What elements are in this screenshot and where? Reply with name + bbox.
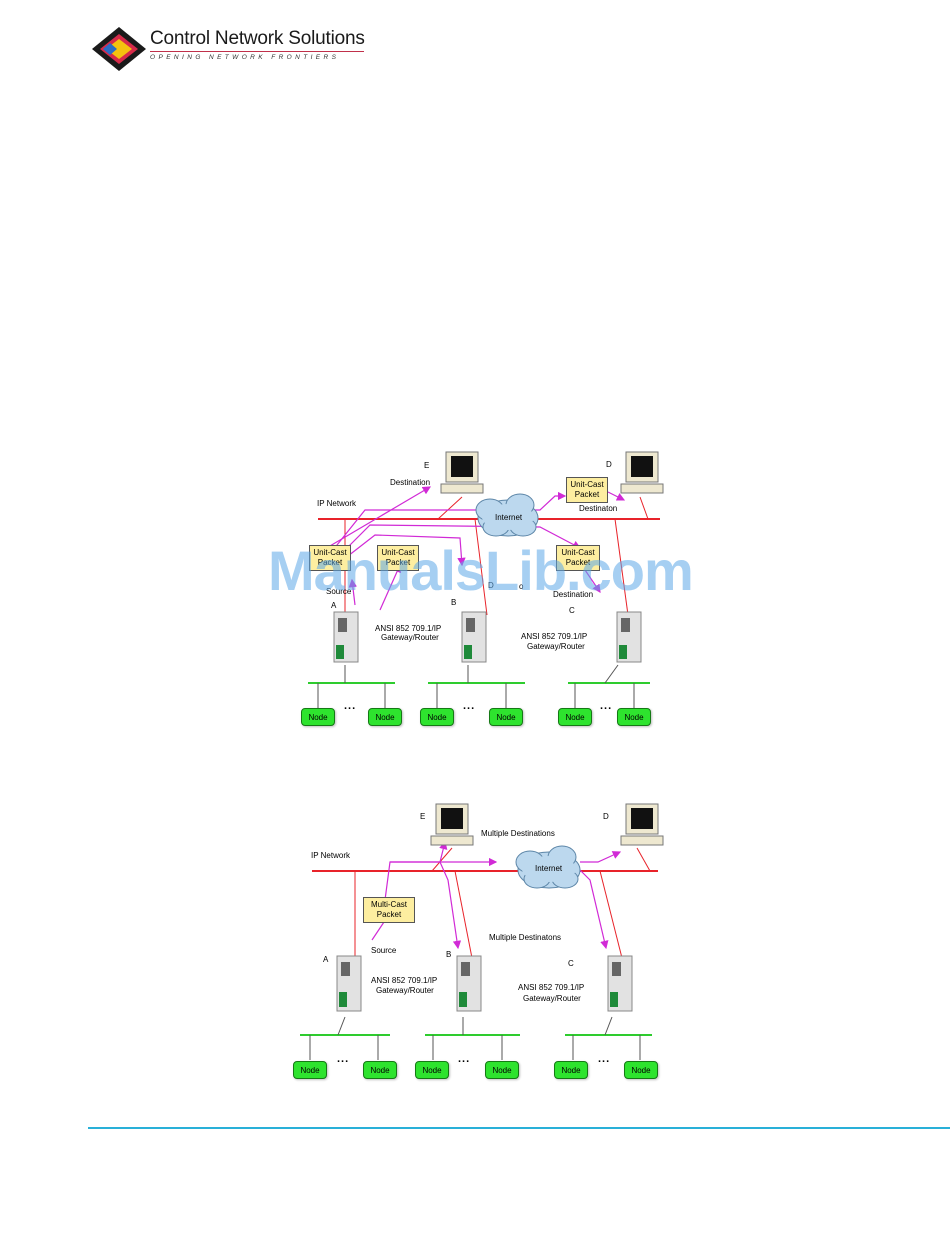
label-e: E — [420, 812, 426, 821]
label-d: D — [606, 460, 612, 469]
ellipsis: ... — [598, 1053, 611, 1065]
gateway-b-icon — [461, 611, 487, 663]
node: Node — [489, 708, 523, 726]
label-d2: D — [488, 581, 494, 590]
company-name: Control Network Solutions — [150, 28, 365, 49]
footer-rule — [88, 1127, 950, 1129]
ellipsis: ... — [600, 700, 613, 712]
label-b: B — [451, 598, 457, 607]
node: Node — [420, 708, 454, 726]
unicast-diagram: E Destination IP Network Internet D Dest… — [301, 451, 664, 726]
watermark: ManualsLib.com — [268, 539, 694, 602]
node: Node — [558, 708, 592, 726]
unicast-packet: Unit-Cast Packet — [566, 477, 608, 503]
unicast-packet: Unit-Cast Packet — [556, 545, 600, 571]
ellipsis: ... — [337, 1053, 350, 1065]
multicast-diagram-lines — [300, 803, 664, 1060]
logo-rule — [150, 51, 364, 52]
label-multiple-destinations-mid: Multiple Destinatons — [489, 933, 562, 942]
label-d-destination: Destinaton — [579, 504, 618, 513]
multicast-diagram: E Multiple Destinations D IP Network Int… — [293, 803, 664, 1079]
ellipsis: ... — [344, 700, 357, 712]
label-a: A — [323, 955, 329, 964]
node: Node — [301, 708, 335, 726]
label-c: C — [568, 959, 574, 968]
label-gateway-c-model: ANSI 852 709.1/IP — [518, 983, 585, 992]
gateway-a-icon — [333, 611, 359, 663]
label-o: o — [519, 582, 524, 591]
label-ip-network: IP Network — [311, 851, 350, 860]
node: Node — [624, 1061, 658, 1079]
computer-d-icon — [620, 451, 664, 494]
label-d: D — [603, 812, 609, 821]
computer-e-icon — [430, 803, 474, 846]
gateway-c-icon — [616, 611, 642, 663]
label-internet: Internet — [535, 864, 563, 873]
unicast-packet: Unit-Cast Packet — [377, 545, 419, 571]
computer-e-icon — [440, 451, 484, 494]
label-gateway-a-model: ANSI 852 709.1/IP — [371, 976, 438, 985]
gateway-c-icon — [607, 955, 633, 1012]
node: Node — [363, 1061, 397, 1079]
label-b: B — [446, 950, 452, 959]
label-source: Source — [326, 587, 352, 596]
company-tagline: OPENING NETWORK FRONTIERS — [150, 54, 340, 61]
label-e-destination: Destination — [390, 478, 431, 487]
label-gateway-a-model: ANSI 852 709.1/IP — [375, 624, 442, 633]
node: Node — [617, 708, 651, 726]
label-gateway-c-type: Gateway/Router — [527, 642, 585, 651]
gateway-b-icon — [456, 955, 482, 1012]
label-e: E — [424, 461, 430, 470]
unicast-packet: Unit-Cast Packet — [309, 545, 351, 571]
label-gateway-a-type: Gateway/Router — [381, 633, 439, 642]
label-multiple-destinations-top: Multiple Destinations — [481, 829, 555, 838]
label-c-destination: Destination — [553, 590, 594, 599]
computer-d-icon — [620, 803, 664, 846]
node: Node — [485, 1061, 519, 1079]
node: Node — [368, 708, 402, 726]
node: Node — [554, 1061, 588, 1079]
ellipsis: ... — [458, 1053, 471, 1065]
gateway-a-icon — [336, 955, 362, 1012]
label-c: C — [569, 606, 575, 615]
unicast-diagram-lines — [308, 451, 664, 708]
label-gateway-a-type: Gateway/Router — [376, 986, 434, 995]
multicast-packet: Multi-Cast Packet — [363, 897, 415, 923]
ellipsis: ... — [463, 700, 476, 712]
label-ip-network: IP Network — [317, 499, 356, 508]
label-a: A — [331, 601, 337, 610]
label-internet: Internet — [495, 513, 523, 522]
label-source: Source — [371, 946, 397, 955]
company-logo-icon — [92, 27, 146, 71]
node: Node — [293, 1061, 327, 1079]
node: Node — [415, 1061, 449, 1079]
label-gateway-c-type: Gateway/Router — [523, 994, 581, 1003]
label-gateway-c-model: ANSI 852 709.1/IP — [521, 632, 588, 641]
